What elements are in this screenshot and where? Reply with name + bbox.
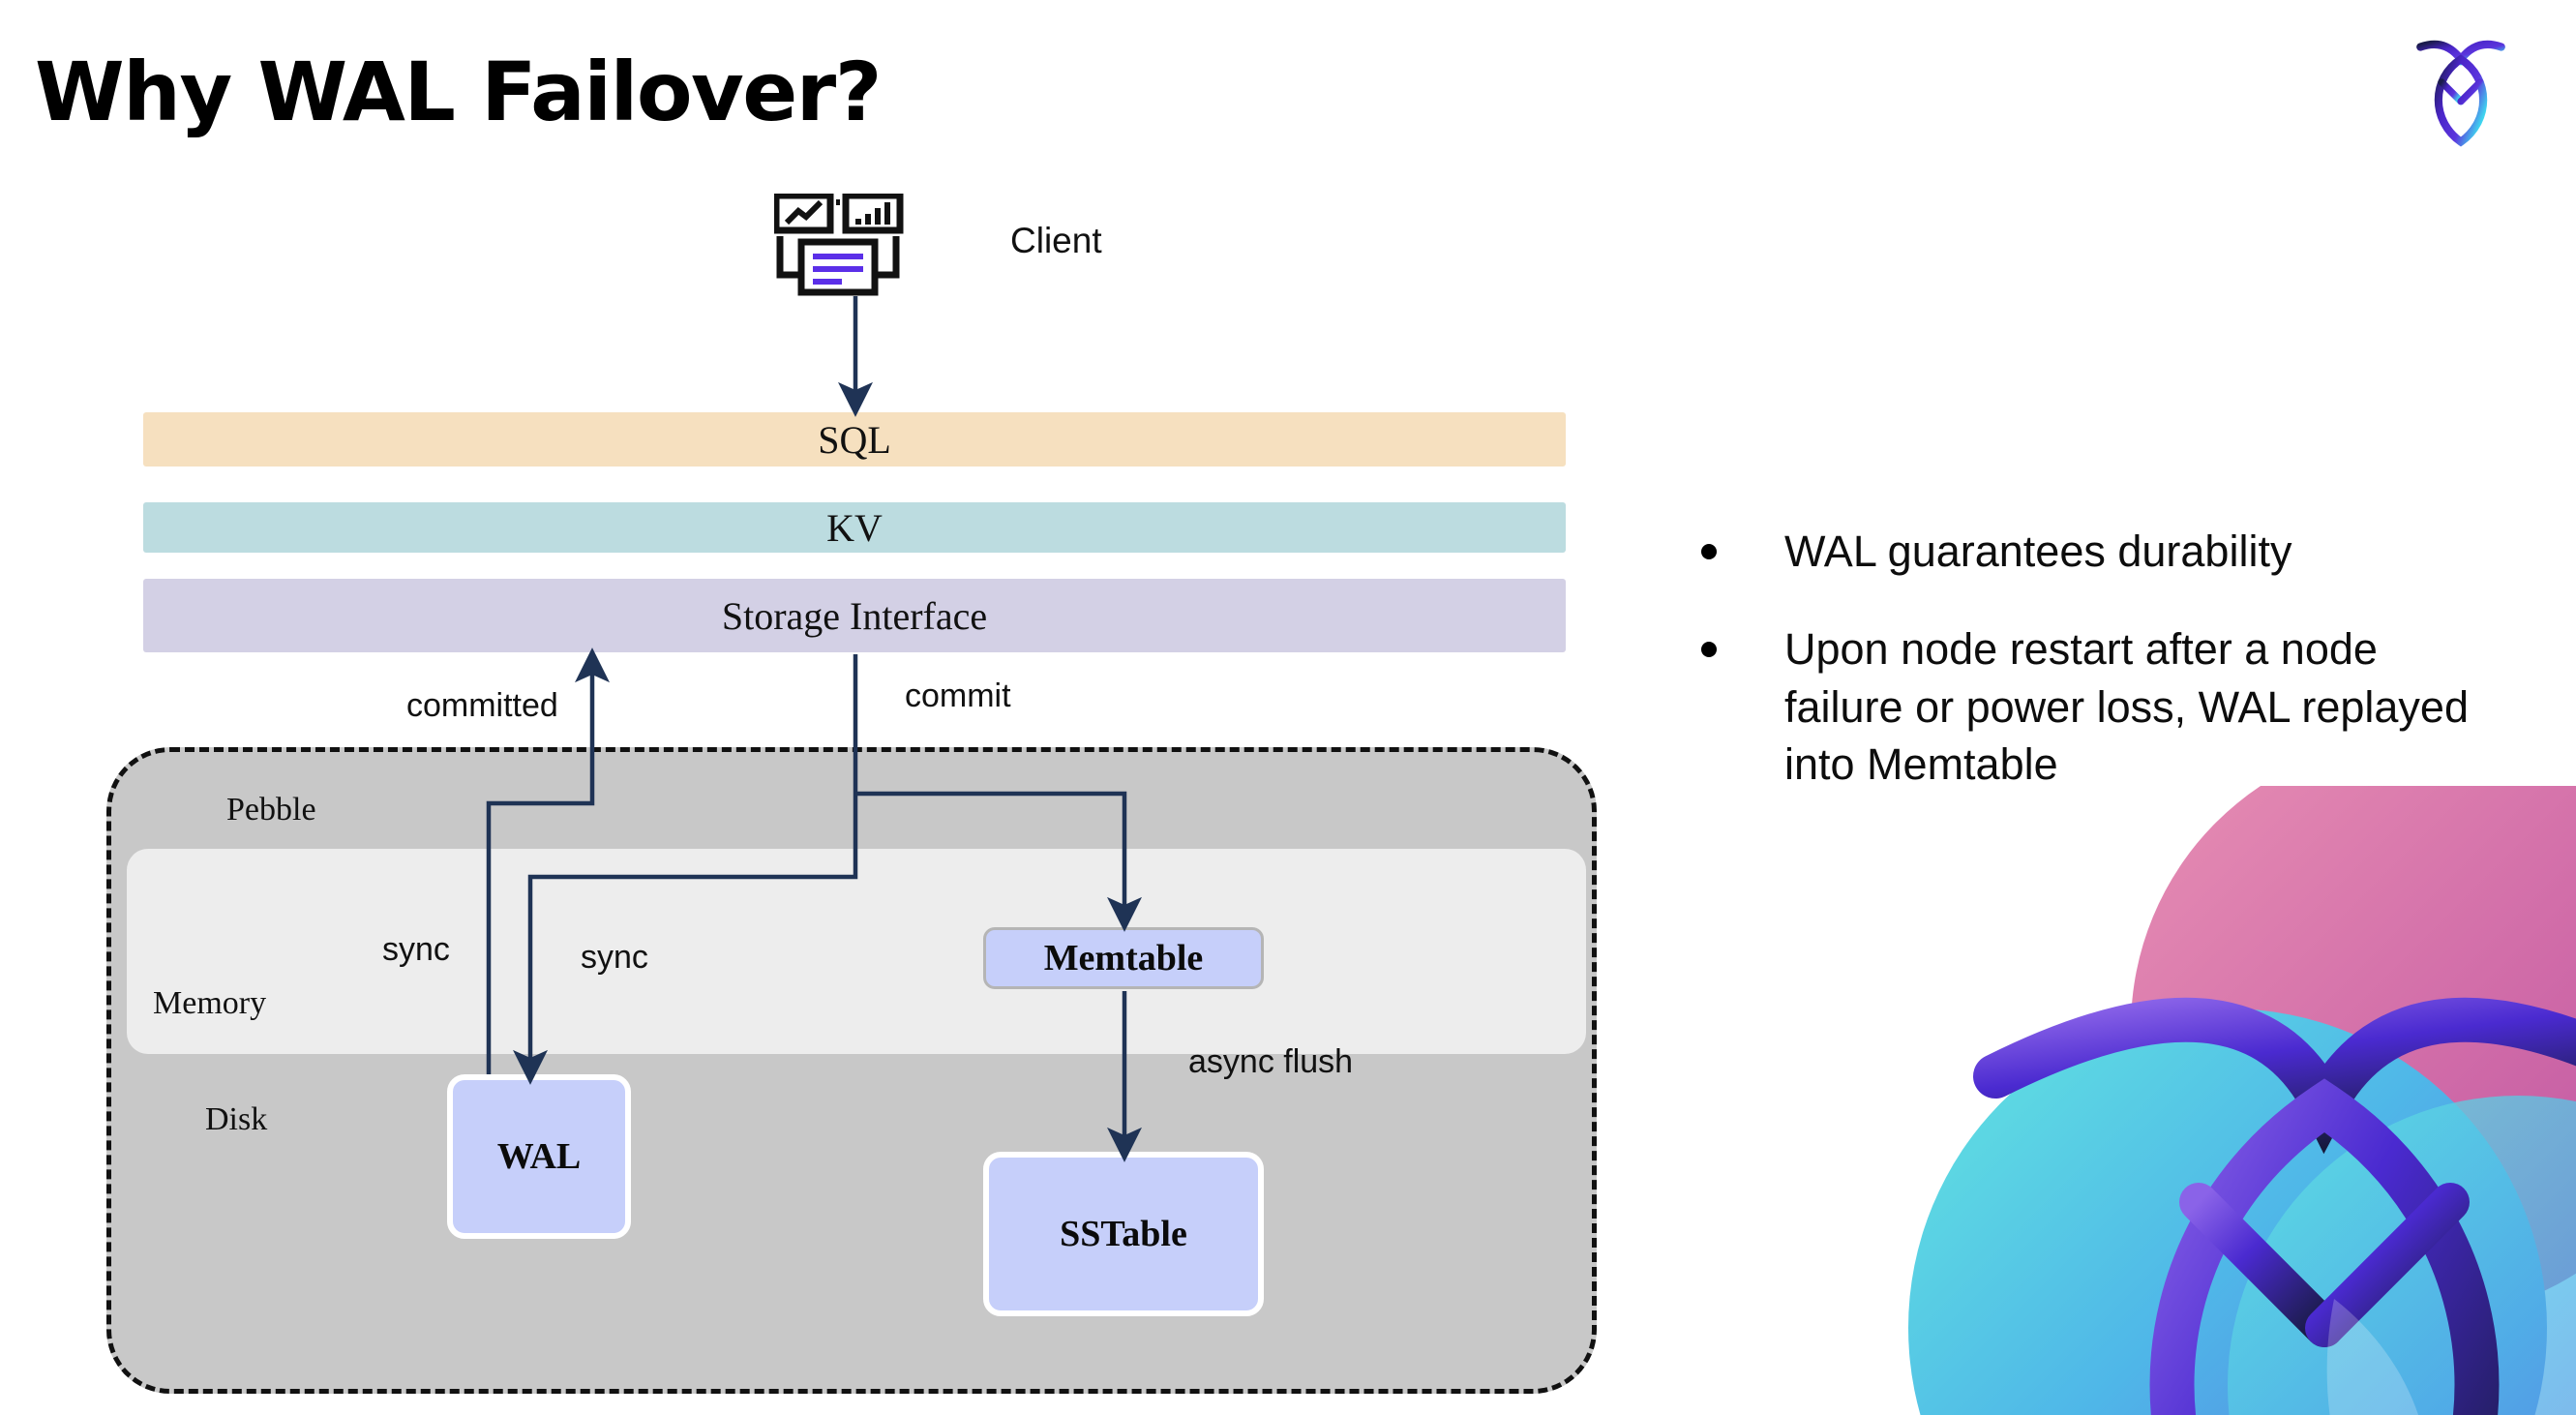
edge-label-committed: committed [406, 687, 558, 724]
layer-bar-storage-interface: Storage Interface [143, 579, 1566, 652]
cockroachdb-logo-icon [2416, 40, 2505, 147]
list-item: Upon node restart after a node failure o… [1701, 620, 2475, 793]
memory-band [127, 849, 1586, 1054]
layer-bar-kv: KV [143, 502, 1566, 553]
list-item: WAL guarantees durability [1701, 523, 2475, 580]
node-memtable-label: Memtable [1043, 938, 1204, 978]
node-sstable: SSTable [983, 1152, 1264, 1316]
page-title: Why WAL Failover? [35, 45, 882, 139]
node-wal-label: WAL [496, 1136, 582, 1177]
edge-label-commit: commit [905, 677, 1011, 714]
bullet-dot-icon [1701, 642, 1717, 658]
pebble-container [106, 747, 1597, 1394]
bullet-text: Upon node restart after a node failure o… [1784, 624, 2469, 790]
node-wal: WAL [447, 1074, 631, 1239]
node-memtable: Memtable [983, 927, 1264, 989]
bullet-text: WAL guarantees durability [1784, 527, 2292, 576]
node-sstable-label: SSTable [1060, 1214, 1187, 1254]
edge-label-async-flush: async flush [1188, 1043, 1354, 1080]
layer-bar-storage-interface-label: Storage Interface [721, 593, 988, 638]
client-label: Client [1010, 221, 1102, 260]
client-monitor-icon [774, 194, 904, 296]
layer-bar-kv-label: KV [826, 505, 883, 550]
layer-bar-sql: SQL [143, 412, 1566, 467]
bullet-dot-icon [1701, 544, 1717, 559]
memory-label: Memory [153, 985, 267, 1021]
pebble-label: Pebble [226, 792, 316, 828]
disk-label: Disk [205, 1101, 268, 1137]
layer-bar-sql-label: SQL [818, 417, 891, 462]
bullet-list: WAL guarantees durability Upon node rest… [1701, 523, 2475, 834]
edge-label-sync-2: sync [581, 939, 648, 976]
decorative-logo-watermark [1908, 786, 2576, 1415]
edge-label-sync-1: sync [382, 931, 450, 968]
